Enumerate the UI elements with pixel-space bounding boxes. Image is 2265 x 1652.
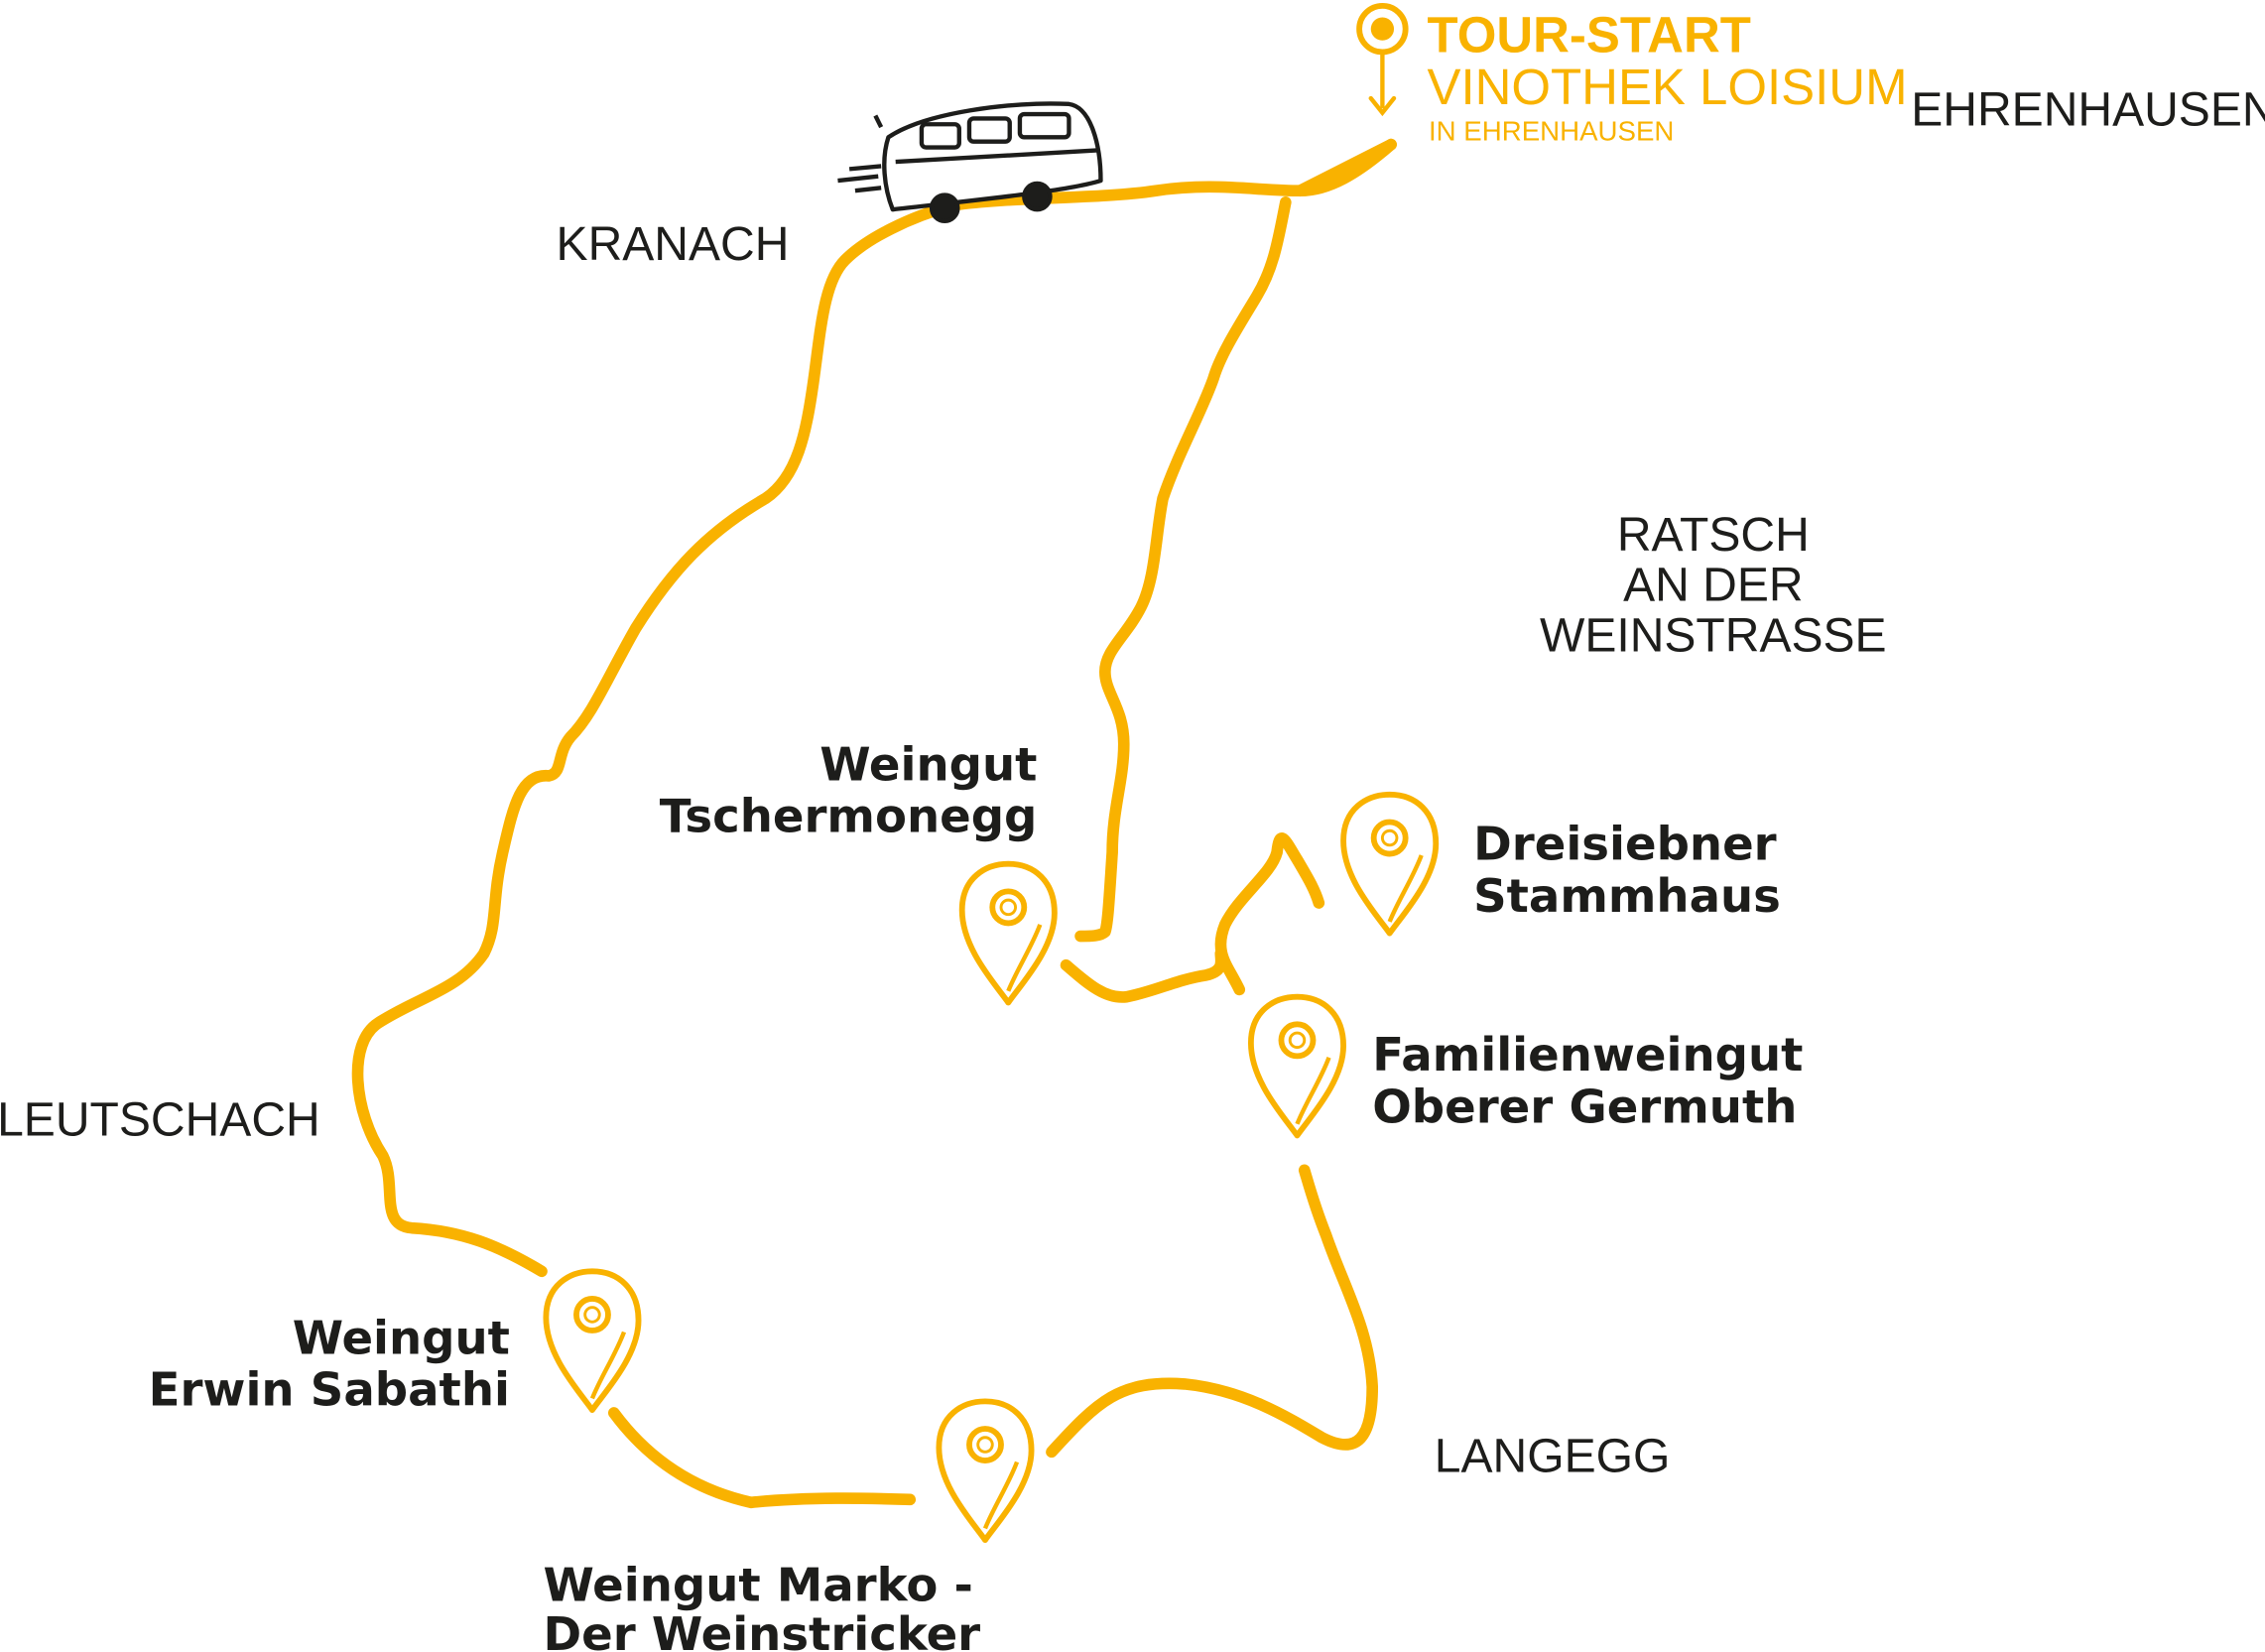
route-marko-germuth: [1046, 1164, 1379, 1459]
stop-sabathi-line2: Erwin Sabathi: [149, 1363, 510, 1417]
map-pin-icon-marko[interactable]: [939, 1401, 1031, 1540]
town-ratsch-line3: WEINSTRASSE: [1540, 610, 1887, 663]
route-tschermonegg-germuth: [1060, 948, 1227, 1003]
van-icon: [837, 101, 1103, 223]
route-start-stub: [1294, 138, 1397, 197]
stop-germuth-line1: Familienweingut: [1372, 1028, 1803, 1081]
stop-dreisiebner-line2: Stammhaus: [1473, 869, 1781, 923]
map-pin-icon-tschermonegg[interactable]: [962, 864, 1055, 1003]
town-ratsch-line1: RATSCH: [1617, 509, 1810, 562]
town-leutschach: LEUTSCHACH: [0, 1093, 320, 1146]
tour-start-title: TOUR-START: [1428, 6, 1751, 63]
map-pin-icon-dreisiebner[interactable]: [1343, 795, 1436, 934]
start-pin-icon: [1356, 2, 1409, 117]
route-germuth-dreisiebner: [1214, 832, 1325, 996]
stop-germuth-line2: Oberer Germuth: [1372, 1080, 1797, 1133]
tour-start-name: VINOTHEK LOISIUM: [1428, 59, 1908, 115]
town-ratsch-line2: AN DER: [1623, 560, 1803, 612]
stop-marko-line1: Weingut Marko -: [543, 1558, 972, 1611]
map-pin-icon-sabathi[interactable]: [546, 1271, 638, 1410]
town-ehrenhausen: EHRENHAUSEN: [1911, 84, 2265, 137]
route-sabathi-marko: [607, 1407, 917, 1509]
town-kranach: KRANACH: [557, 218, 790, 271]
stop-marko-line2: Der Weinstricker: [543, 1607, 980, 1652]
route-main: [351, 138, 1397, 1278]
stop-tschermonegg-line2: Tschermonegg: [660, 790, 1038, 843]
tour-start-location: IN EHRENHAUSEN: [1429, 115, 1674, 146]
stop-tschermonegg-line1: Weingut: [819, 737, 1037, 791]
town-langegg: LANGEGG: [1435, 1431, 1671, 1483]
stop-dreisiebner-line1: Dreisiebner: [1473, 817, 1777, 870]
stop-sabathi-line1: Weingut: [293, 1311, 510, 1364]
map-pin-icon-germuth[interactable]: [1251, 997, 1343, 1136]
route-inner-branch: [1074, 196, 1292, 943]
